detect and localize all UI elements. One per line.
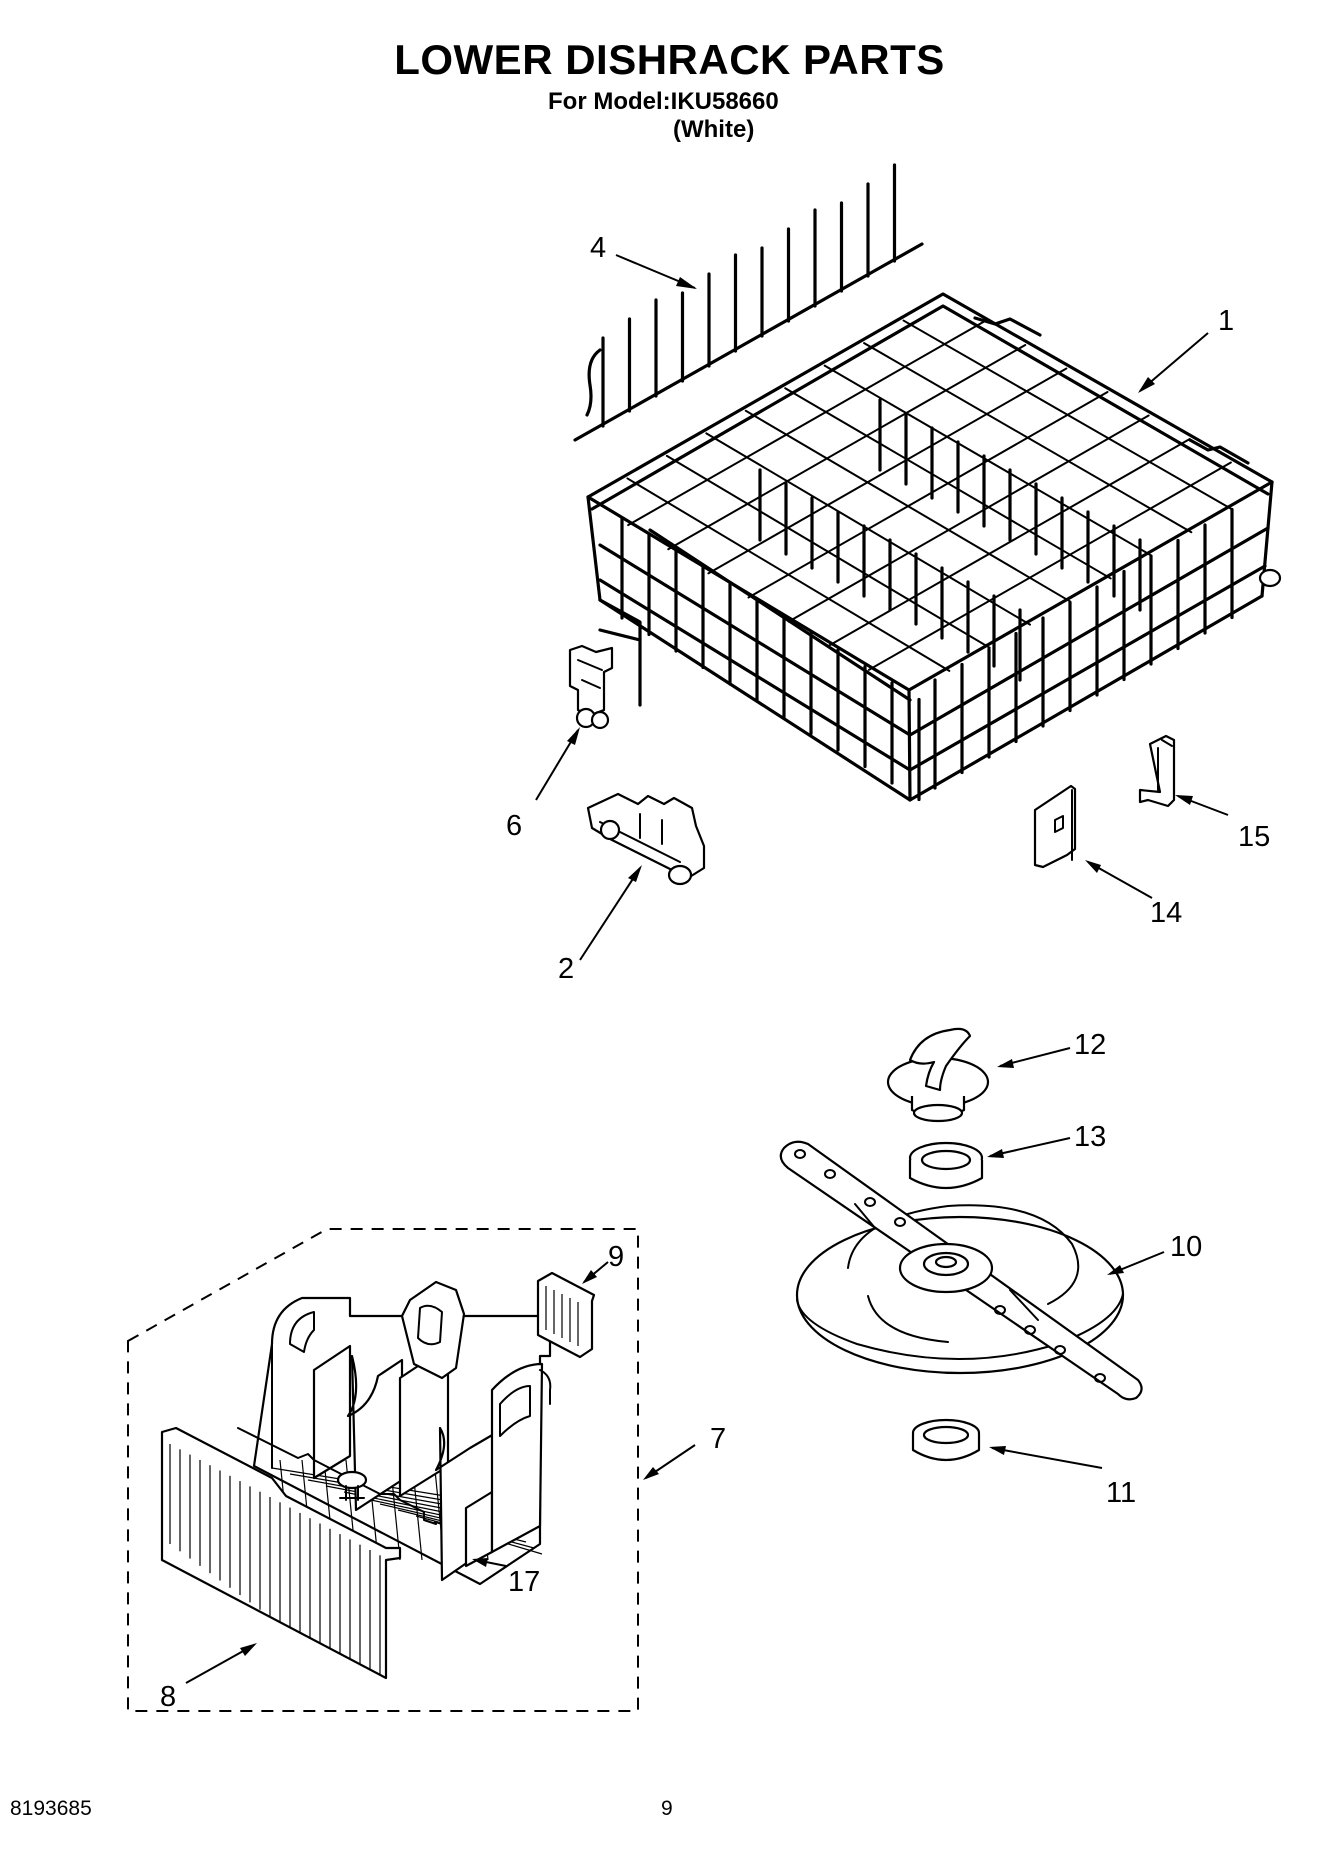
part-13-seal-ring [908, 1141, 984, 1189]
callout-6: 6 [506, 810, 522, 842]
callout-10: 10 [1170, 1231, 1202, 1263]
callout-12: 12 [1074, 1029, 1106, 1061]
callout-8: 8 [160, 1681, 176, 1713]
callout-13: 13 [1074, 1121, 1106, 1153]
callout-labels: 4 1 6 15 14 2 12 13 10 11 9 7 17 8 [160, 232, 1270, 1713]
callout-15: 15 [1238, 821, 1270, 853]
part-9-basket-grid-insert [536, 1271, 596, 1359]
silverware-basket-assembly-box [127, 1228, 639, 1712]
callout-7: 7 [710, 1423, 726, 1455]
callout-14: 14 [1150, 897, 1182, 929]
part-10-lower-spray-arm-assembly [779, 1140, 1143, 1401]
page-title: LOWER DISHRACK PARTS [394, 36, 945, 83]
part-4-tine-row [573, 163, 924, 442]
callout-9: 9 [608, 1241, 624, 1273]
callout-1: 1 [1218, 305, 1234, 337]
callout-2: 2 [558, 953, 574, 985]
leader-lines [185, 254, 1229, 1684]
part-14-rack-bracket [1033, 784, 1077, 869]
part-8-basket-cover [160, 1426, 402, 1680]
callout-4: 4 [590, 232, 606, 264]
part-7-silverware-basket [252, 1280, 552, 1586]
part-12-spray-arm-hub-cap [886, 1027, 990, 1123]
part-1-lower-dishrack [586, 292, 1282, 802]
page-number: 9 [661, 1797, 673, 1820]
callout-11: 11 [1106, 1477, 1136, 1509]
variant-label: (White) [673, 116, 755, 143]
part-2-roller-bracket [586, 792, 706, 886]
document-number: 8193685 [10, 1797, 92, 1820]
part-11-hub-ring [911, 1418, 981, 1461]
part-17-basket-hinge [237, 1427, 437, 1525]
model-label: For Model:IKU58660 [548, 88, 779, 115]
part-6-rack-clip [568, 644, 614, 730]
callout-17: 17 [508, 1566, 540, 1598]
part-15-rack-bracket [1138, 734, 1176, 808]
